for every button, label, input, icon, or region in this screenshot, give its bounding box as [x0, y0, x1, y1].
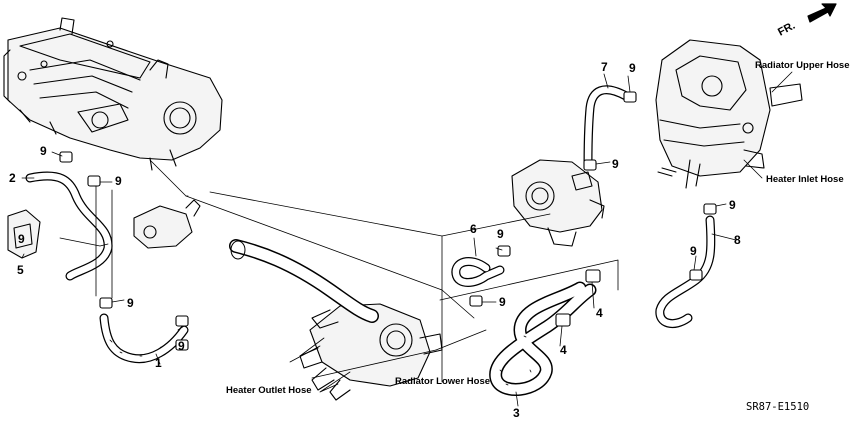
callout-9-b: 9 [115, 174, 122, 188]
hose-part-8 [655, 215, 716, 329]
heater-outlet-hose-label: Heater Outlet Hose [226, 385, 312, 396]
callout-9-d: 9 [178, 339, 185, 353]
callout-9-i: 9 [729, 198, 736, 212]
intake-manifold-drawing [3, 17, 223, 171]
bracket-part-5 [7, 209, 41, 259]
callout-9-h: 9 [499, 295, 506, 309]
callout-9-j: 9 [690, 244, 697, 258]
callout-5: 5 [17, 263, 24, 277]
clamps [59, 91, 717, 351]
engine-head-drawing [655, 39, 803, 189]
leader-lines [21, 71, 793, 407]
hose-part-1 [99, 313, 189, 364]
callout-9-f: 9 [612, 157, 619, 171]
callout-9-e: 9 [629, 61, 636, 75]
callout-2: 2 [9, 171, 16, 185]
callout-7: 7 [601, 60, 608, 74]
hose-part-2 [25, 171, 113, 281]
hose-part-6 [451, 256, 505, 287]
front-arrow-icon [807, 3, 837, 23]
radiator-lower-hose-label: Radiator Lower Hose [395, 376, 491, 387]
callout-3: 3 [513, 406, 520, 420]
callout-9-k: 9 [18, 232, 25, 246]
callout-4-upper: 4 [596, 306, 603, 320]
callout-1: 1 [155, 356, 162, 370]
callout-9-a: 9 [40, 144, 47, 158]
callout-9-g: 9 [497, 227, 504, 241]
bypass-valve-drawing [133, 199, 201, 249]
callout-4-lower: 4 [560, 343, 567, 357]
callout-8: 8 [734, 233, 741, 247]
callout-6: 6 [470, 222, 477, 236]
radiator-upper-hose-label: Radiator Upper Hose [755, 60, 850, 71]
hose-part-3 [489, 281, 597, 396]
hose-part-7 [583, 85, 631, 169]
diagram-code: SR87-E1510 [746, 401, 810, 413]
thermostat-housing-drawing [511, 159, 605, 247]
callout-9-c: 9 [127, 296, 134, 310]
heater-inlet-hose-label: Heater Inlet Hose [766, 174, 844, 185]
heater-outlet-pipe [229, 239, 379, 323]
